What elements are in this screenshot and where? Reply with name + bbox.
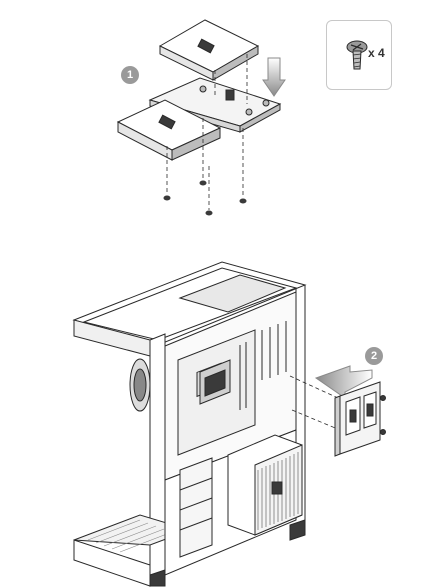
step-2-badge: 2 xyxy=(365,347,383,365)
screw-icon xyxy=(346,40,368,70)
loose-screws xyxy=(163,180,247,216)
step-1-badge: 1 xyxy=(121,66,139,84)
tray-guide-lines xyxy=(289,375,341,431)
down-arrow xyxy=(262,57,286,97)
bottom-hard-drive xyxy=(116,99,222,161)
screw-count-label: x 4 xyxy=(368,46,385,60)
screw-guide-lines xyxy=(166,54,248,210)
screw-callout: x 4 xyxy=(326,20,392,90)
top-hard-drive xyxy=(158,19,260,81)
pc-case xyxy=(72,261,307,587)
removed-drive-tray xyxy=(334,381,386,457)
insert-arrow xyxy=(314,365,373,399)
